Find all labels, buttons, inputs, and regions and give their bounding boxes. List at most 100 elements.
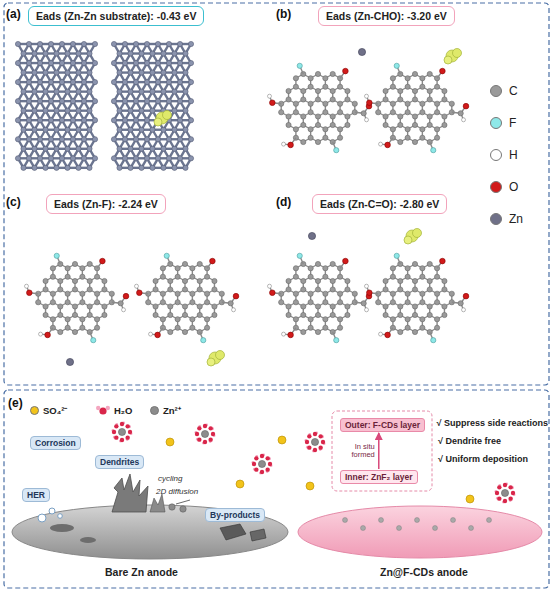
atom xyxy=(297,253,302,258)
atom xyxy=(390,110,395,115)
node-text: HER xyxy=(27,490,45,500)
zn-atom xyxy=(81,118,86,123)
zn-atom xyxy=(111,156,116,161)
panel-letter: (b) xyxy=(276,7,291,21)
zn-atom xyxy=(54,70,59,75)
zn-atom xyxy=(133,99,138,104)
atom xyxy=(405,110,410,115)
atom xyxy=(434,325,439,330)
zn-deposit xyxy=(451,518,456,523)
o-atom xyxy=(125,435,129,439)
zn-atom xyxy=(43,70,48,75)
zn-atom xyxy=(87,165,92,170)
atom xyxy=(102,304,107,309)
zn-atom xyxy=(87,70,92,75)
h-atom xyxy=(96,406,100,410)
atom xyxy=(168,287,173,292)
atom xyxy=(204,300,209,305)
atom xyxy=(442,278,447,283)
zn-atom xyxy=(59,60,64,65)
zn-atom xyxy=(15,80,20,85)
zn-atom xyxy=(32,127,37,132)
zn-atom xyxy=(111,60,116,65)
atom xyxy=(197,278,202,283)
zn-atom xyxy=(183,108,188,113)
atom xyxy=(463,103,469,109)
zn-atom xyxy=(48,99,53,104)
zn-atom xyxy=(117,108,122,113)
atom xyxy=(361,111,366,116)
zn-atom xyxy=(65,127,70,132)
zn-ion xyxy=(118,428,125,435)
zn-atom xyxy=(65,70,70,75)
o-atom xyxy=(254,456,258,460)
atom xyxy=(94,300,99,305)
zn-deposit xyxy=(487,518,492,523)
atom xyxy=(182,261,187,266)
atom xyxy=(65,300,70,305)
atom xyxy=(301,114,306,119)
zn-atom xyxy=(133,137,138,142)
o-atom xyxy=(268,462,272,466)
zn-ion xyxy=(201,430,208,437)
atom xyxy=(219,291,224,296)
panel-letter: (c) xyxy=(6,195,21,209)
atom xyxy=(293,291,298,296)
zn-atom xyxy=(150,165,155,170)
atom xyxy=(364,94,368,98)
zn-atom xyxy=(81,41,86,46)
zn-ion xyxy=(258,460,265,467)
atom xyxy=(442,88,447,93)
zn-atom xyxy=(188,41,193,46)
atom xyxy=(286,88,291,93)
atom xyxy=(190,274,195,279)
atom xyxy=(315,88,320,93)
atom xyxy=(323,325,328,330)
atom xyxy=(308,300,313,305)
atom xyxy=(190,317,195,322)
charge-density xyxy=(154,111,172,127)
issue-callout: By-products xyxy=(205,508,265,522)
corrosion-pit xyxy=(50,524,74,532)
atom xyxy=(308,274,313,279)
atom xyxy=(197,261,202,266)
atom xyxy=(65,325,70,330)
atom xyxy=(301,88,306,93)
legend-swatch xyxy=(30,406,39,415)
atom xyxy=(434,291,439,296)
carbon-dot-model xyxy=(134,253,238,343)
zn-atom xyxy=(111,41,116,46)
atom xyxy=(434,135,439,140)
atom xyxy=(345,122,350,127)
atom xyxy=(308,127,313,132)
atom xyxy=(153,278,158,283)
zn-atom xyxy=(65,146,70,151)
legend-text: Zn xyxy=(509,212,523,226)
o-atom xyxy=(114,424,118,428)
zn-atom xyxy=(92,99,97,104)
atom xyxy=(190,300,195,305)
zn-atom xyxy=(15,137,20,142)
atom xyxy=(343,258,349,264)
node-text: By-products xyxy=(210,510,260,520)
zn-atom xyxy=(87,127,92,132)
atom xyxy=(288,332,294,338)
zn-atom xyxy=(161,165,166,170)
atom xyxy=(379,142,383,146)
atom xyxy=(288,142,294,148)
atom xyxy=(427,114,432,119)
zn-atom xyxy=(133,156,138,161)
atom xyxy=(383,97,388,102)
solvated-zn xyxy=(252,454,273,475)
atom xyxy=(330,114,335,119)
o-atom xyxy=(321,440,325,444)
zn-atom xyxy=(172,89,177,94)
zn-atom xyxy=(81,137,86,142)
zn-deposit xyxy=(415,518,420,523)
legend-text: C xyxy=(509,84,518,98)
atom xyxy=(376,300,381,305)
zn-atom xyxy=(37,137,42,142)
zn-atom xyxy=(144,137,149,142)
atom xyxy=(334,148,339,153)
